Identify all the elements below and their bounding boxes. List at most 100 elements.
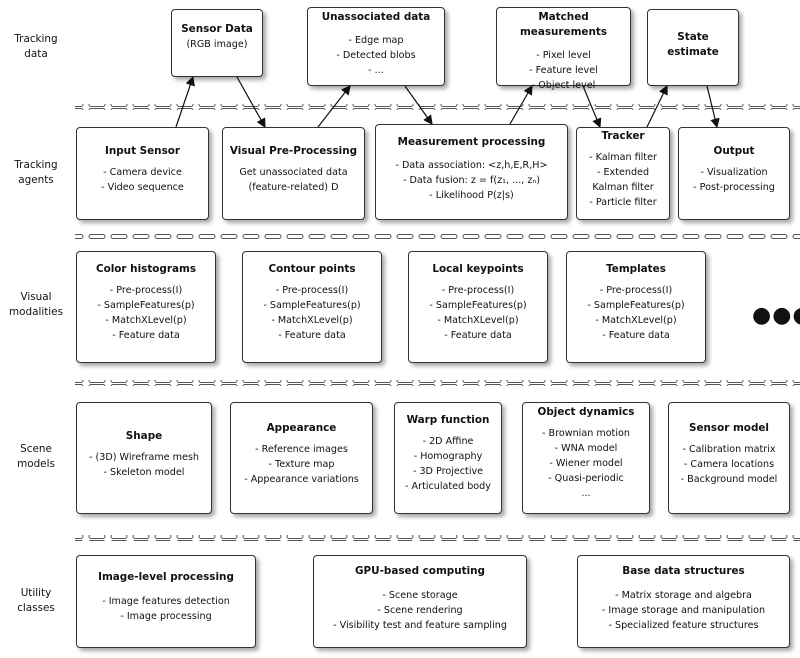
modality-title: Local keypoints [432, 263, 524, 275]
row-label-line: modalities [9, 306, 63, 318]
separator-4 [75, 535, 800, 541]
row-label-line: classes [17, 602, 55, 614]
box-spacer [308, 25, 444, 33]
box-line: - SampleFeatures(p) [587, 300, 685, 311]
row-label-visual-modalities: Visual modalities [0, 290, 72, 320]
arrow-input-to-sensor-data [175, 75, 195, 128]
box-line: - SampleFeatures(p) [429, 300, 527, 311]
box-line: - Pre-process(I) [599, 285, 673, 296]
scene-model-title: Shape [125, 430, 163, 442]
box-spacer [77, 585, 255, 594]
scene-object-dynamics-box: Object dynamics - Brownian motion - WNA … [522, 402, 650, 514]
box-line: - Feature data [278, 330, 346, 341]
box-line: - Extended [596, 167, 650, 178]
box-line: - Pixel level [536, 50, 591, 61]
box-line: - Texture map [268, 459, 335, 470]
state-estimate-title: State [677, 31, 709, 43]
box-line: - MatchXLevel(p) [271, 315, 353, 326]
box-line: - 3D Projective [412, 466, 484, 477]
box-line: - Appearance variations [244, 474, 359, 485]
box-line: - Specialized feature structures [608, 620, 759, 631]
box-line: - Feature data [112, 330, 180, 341]
scene-sensor-model-box: Sensor model - Calibration matrix - Came… [668, 402, 790, 514]
arrow-measurement-to-matched [509, 84, 533, 125]
box-line: - Feature level [529, 65, 598, 76]
box-line: - Homography [413, 451, 483, 462]
box-line: - (3D) Wireframe mesh [89, 452, 199, 463]
separator-3 [75, 380, 800, 386]
tracker-box: Tracker - Kalman filter - Extended Kalma… [576, 127, 670, 220]
sensor-data-box: Sensor Data (RGB image) [171, 9, 263, 77]
box-line: (RGB image) [186, 39, 248, 50]
modality-title: Templates [606, 263, 666, 275]
box-line: - Visibility test and feature sampling [333, 620, 507, 631]
box-line: - Calibration matrix [682, 444, 776, 455]
box-line: - Data fusion: z = f(z₁, ..., zₙ) [403, 175, 540, 186]
scene-shape-box: Shape - (3D) Wireframe mesh - Skeleton m… [76, 402, 212, 514]
modality-contour-points: Contour points - Pre-process(I) - Sample… [242, 251, 382, 363]
unassociated-data-box: Unassociated data - Edge map - Detected … [307, 7, 445, 86]
row-label-line: Scene [20, 443, 52, 455]
modality-local-keypoints: Local keypoints - Pre-process(I) - Sampl… [408, 251, 548, 363]
arrow-preprocessing-to-unassociated [317, 85, 351, 128]
box-line: - Camera locations [683, 459, 775, 470]
box-line: - MatchXLevel(p) [105, 315, 187, 326]
row-label-line: Visual [20, 291, 52, 303]
arrow-matched-to-tracker [582, 85, 602, 129]
box-line: - Data association: <z,h,E,R,H> [395, 160, 548, 171]
box-line: - Matrix storage and algebra [615, 590, 752, 601]
row-label-scene-models: Scene models [0, 442, 72, 472]
matched-measurements-title: Matched measurements [519, 11, 608, 38]
scene-appearance-box: Appearance - Reference images - Texture … [230, 402, 373, 514]
utility-gpu-based-computing: GPU-based computing - Scene storage - Sc… [313, 555, 527, 648]
box-line: - MatchXLevel(p) [437, 315, 519, 326]
box-line: - Feature data [444, 330, 512, 341]
row-label-line: Utility [20, 587, 52, 599]
box-line: - ... [368, 65, 384, 76]
scene-model-title: Appearance [266, 422, 337, 434]
box-line: - Visualization [700, 167, 768, 178]
tracker-title: Tracker [601, 130, 645, 142]
visual-preprocessing-box: Visual Pre-Processing Get unassociated d… [222, 127, 365, 220]
box-spacer [578, 579, 789, 588]
arrow-sensor-data-to-preprocessing [236, 76, 266, 129]
arrow-tracker-to-state [646, 84, 668, 128]
box-line: - Wiener model [549, 458, 623, 469]
box-line: - MatchXLevel(p) [595, 315, 677, 326]
box-line: - Object level [531, 80, 596, 91]
box-line: - Video sequence [101, 182, 184, 193]
row-label-line: agents [18, 174, 54, 186]
row-label-tracking-data: Tracking data [0, 32, 72, 62]
box-line: - Post-processing [693, 182, 775, 193]
box-line: - Likelihood P(z|s) [429, 190, 514, 201]
box-line: - Quasi-periodic [548, 473, 624, 484]
output-title: Output [713, 145, 755, 157]
box-line: - Brownian motion [542, 428, 630, 439]
box-spacer [314, 579, 526, 588]
box-line: ... [581, 488, 591, 499]
row-label-line: Tracking [14, 33, 58, 45]
row-label-utility-classes: Utility classes [0, 586, 72, 616]
unassociated-data-title: Unassociated data [321, 11, 431, 23]
modality-color-histograms: Color histograms - Pre-process(I) - Samp… [76, 251, 216, 363]
utility-title: Base data structures [622, 565, 745, 577]
box-line: - Pre-process(I) [275, 285, 349, 296]
box-line: - Articulated body [405, 481, 491, 492]
box-line: - Kalman filter [589, 152, 657, 163]
box-line: - Scene storage [382, 590, 458, 601]
more-modalities-indicator: ●●● [752, 303, 800, 328]
utility-image-level-processing: Image-level processing - Image features … [76, 555, 256, 648]
utility-title: Image-level processing [98, 571, 234, 583]
box-line: - 2D Affine [422, 436, 474, 447]
modality-title: Contour points [268, 263, 356, 275]
arrow-unassociated-to-measurement [404, 85, 433, 125]
row-label-line: models [17, 458, 55, 470]
matched-measurements-box: Matched measurements - Pixel level - Fea… [496, 7, 631, 91]
box-line: - Scene rendering [377, 605, 463, 616]
box-spacer [376, 150, 567, 158]
measurement-processing-box: Measurement processing - Data associatio… [375, 124, 568, 220]
separator-1 [75, 104, 800, 110]
state-estimate-title-2: estimate [667, 46, 719, 58]
sensor-data-title: Sensor Data [181, 23, 253, 35]
